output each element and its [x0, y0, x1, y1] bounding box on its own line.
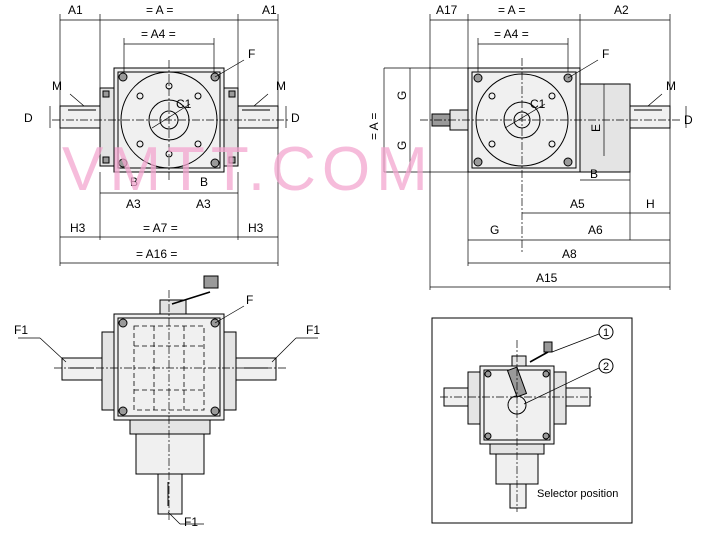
label-a3-left: A3: [126, 197, 141, 211]
label-c1-front: C1: [176, 97, 192, 111]
label-f1-bottom: F1: [184, 515, 198, 529]
callout-circle-1: [598, 324, 614, 340]
label-a1-right: A1: [262, 3, 277, 17]
label-m-right: M: [276, 79, 286, 93]
label-a8: A8: [562, 247, 577, 261]
selector-view: [431, 317, 633, 524]
label-g-lower: G: [395, 141, 409, 150]
top-view: [18, 275, 318, 525]
label-m-side: M: [666, 79, 676, 93]
callout-2: 2: [603, 361, 609, 373]
left-shaft: [59, 105, 101, 129]
bottom-shaft: [157, 473, 183, 515]
label-f-top: F: [246, 293, 253, 307]
label-e: E: [589, 124, 603, 132]
label-a1-left: A1: [68, 3, 83, 17]
top-left-shaft: [61, 357, 103, 381]
label-m-left: M: [52, 79, 62, 93]
label-a6: A6: [588, 223, 603, 237]
label-a-vertical: = A =: [367, 113, 381, 140]
callout-circle-2: [598, 358, 614, 374]
label-a2: A2: [614, 3, 629, 17]
selector-frame: [431, 317, 633, 524]
label-b-right: B: [200, 175, 208, 189]
label-h: H: [646, 197, 655, 211]
label-a-side: = A =: [498, 3, 525, 17]
label-a4-side: = A4 =: [494, 27, 529, 41]
right-shaft: [237, 105, 279, 129]
label-a4-front: = A4 =: [141, 27, 176, 41]
label-f-side: F: [602, 47, 609, 61]
top-left-flange: [101, 331, 115, 411]
side-flange: [579, 83, 631, 173]
front-view: [49, 14, 288, 266]
side-output-shaft: [629, 105, 671, 129]
label-d-right: D: [291, 111, 300, 125]
label-a7: = A7 =: [143, 221, 178, 235]
labels: A1 = A = A1 = A4 = F M M D D C1 B B A3 A…: [14, 3, 693, 529]
label-a-front: = A =: [146, 3, 173, 17]
label-b-side: B: [590, 167, 598, 181]
label-d-left: D: [24, 111, 33, 125]
top-right-shaft: [235, 357, 277, 381]
label-a16: = A16 =: [136, 247, 177, 261]
label-c1-side: C1: [530, 97, 546, 111]
watermark: VMTT.COM: [62, 135, 434, 204]
label-h3-left: H3: [70, 221, 86, 235]
label-f-front: F: [248, 47, 255, 61]
label-g-upper: G: [395, 91, 409, 100]
label-a17: A17: [436, 3, 458, 17]
label-g-bottom: G: [490, 223, 499, 237]
label-f1-left: F1: [14, 323, 28, 337]
label-a3-right: A3: [196, 197, 211, 211]
label-f1-right: F1: [306, 323, 320, 337]
label-a5: A5: [570, 197, 585, 211]
selector-position-caption: Selector position: [537, 488, 618, 500]
top-right-flange: [223, 331, 237, 411]
callout-1: 1: [603, 327, 609, 339]
label-a15: A15: [536, 271, 558, 285]
bottom-body: [135, 433, 205, 475]
side-view: [383, 14, 687, 290]
label-h3-right: H3: [248, 221, 264, 235]
label-b-left: B: [130, 175, 138, 189]
label-d-side: D: [684, 113, 693, 127]
